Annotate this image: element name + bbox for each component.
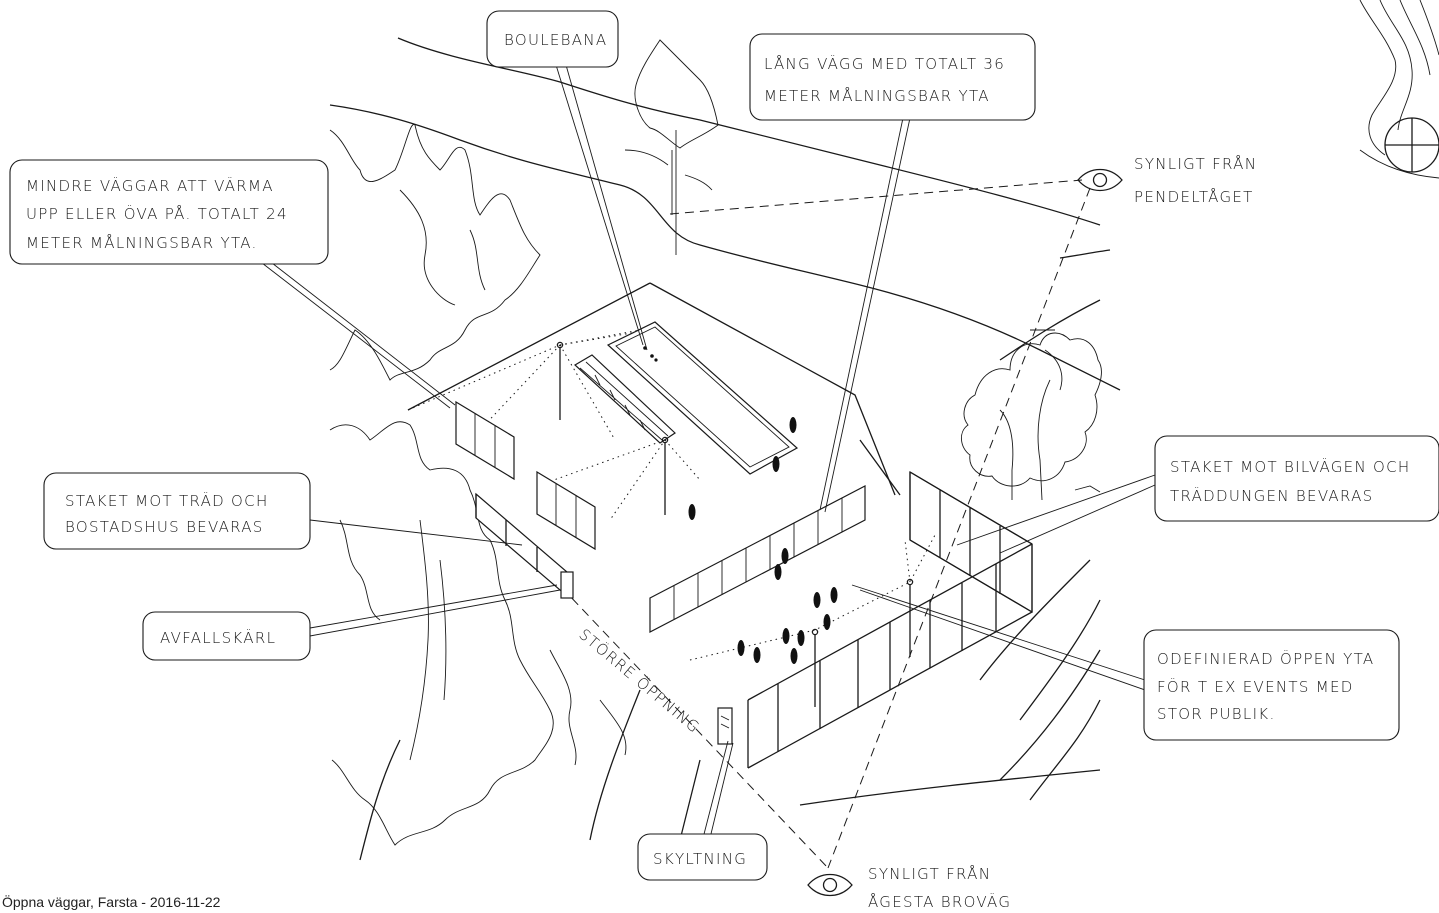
- label-text: STOR PUBLIK.: [1157, 705, 1276, 723]
- label-boulebana: BOULEBANA: [486, 10, 619, 68]
- label-text: SKYLTNING: [653, 850, 747, 868]
- label-text: LÅNG VÄGG MED TOTALT 36: [764, 54, 1005, 73]
- boulebana-court: [606, 321, 799, 475]
- label-text: STAKET MOT BILVÄGEN OCH: [1170, 457, 1411, 476]
- label-text: BOSTADSHUS BEVARAS: [65, 518, 264, 536]
- label-visible-train: SYNLIGT FRÅN PENDELTÅGET: [1134, 154, 1257, 206]
- label-waste-bin: AVFALLSKÄRL: [142, 611, 311, 661]
- bench-structure: [573, 354, 676, 444]
- label-fence-road: STAKET MOT BILVÄGEN OCH TRÄDDUNGEN BEVAR…: [1154, 435, 1439, 522]
- label-text: PENDELTÅGET: [1134, 187, 1254, 206]
- label-long-wall: LÅNG VÄGG MED TOTALT 36 METER MÅLNINGSBA…: [749, 33, 1036, 121]
- eye-icon: [1077, 168, 1123, 192]
- label-text: BOULEBANA: [504, 31, 607, 49]
- tree-top: [624, 39, 719, 255]
- label-text: METER MÅLNINGSBAR YTA.: [26, 233, 258, 252]
- label-text: METER MÅLNINGSBAR YTA: [764, 86, 990, 105]
- small-walls: [455, 400, 596, 551]
- label-text: SYNLIGT FRÅN: [1134, 154, 1257, 173]
- label-visible-road: SYNLIGT FRÅN ÅGESTA BROVÄG: [868, 864, 1011, 911]
- label-text: MINDRE VÄGGAR ATT VÄRMA: [26, 176, 274, 195]
- label-text: STAKET MOT TRÄD OCH: [65, 491, 269, 510]
- label-text: FÖR T EX EVENTS MED: [1157, 677, 1354, 696]
- north-arrow-icon: [1359, 0, 1439, 179]
- footer-caption: Öppna väggar, Farsta - 2016-11-22: [2, 894, 221, 910]
- label-text: AVFALLSKÄRL: [160, 628, 276, 647]
- label-small-walls: MINDRE VÄGGAR ATT VÄRMA UPP ELLER ÖVA PÅ…: [9, 159, 329, 265]
- tree-canopies: [329, 124, 1102, 846]
- label-text: TRÄDDUNGEN BEVARAS: [1170, 486, 1374, 505]
- long-wall: [649, 485, 866, 633]
- label-open-area: ODEFINIERAD ÖPPEN YTA FÖR T EX EVENTS ME…: [1143, 629, 1400, 741]
- label-text: ODEFINIERAD ÖPPEN YTA: [1157, 649, 1375, 668]
- label-text: STÖRRE ÖPPNING: [575, 625, 704, 737]
- label-text: UPP ELLER ÖVA PÅ. TOTALT 24: [26, 204, 288, 223]
- label-fence-trees: STAKET MOT TRÄD OCH BOSTADSHUS BEVARAS: [43, 472, 311, 550]
- fence-front: [717, 543, 1033, 769]
- label-bigger-opening: STÖRRE ÖPPNING: [575, 625, 704, 737]
- fence-right: [909, 470, 1033, 614]
- label-text: ÅGESTA BROVÄG: [868, 892, 1011, 911]
- eye-icon: [807, 873, 853, 897]
- light-poles: [556, 341, 914, 707]
- label-text: SYNLIGT FRÅN: [868, 864, 991, 883]
- leader-lines: [261, 64, 1156, 839]
- people: [688, 417, 838, 664]
- label-signage: SKYLTNING: [637, 833, 768, 881]
